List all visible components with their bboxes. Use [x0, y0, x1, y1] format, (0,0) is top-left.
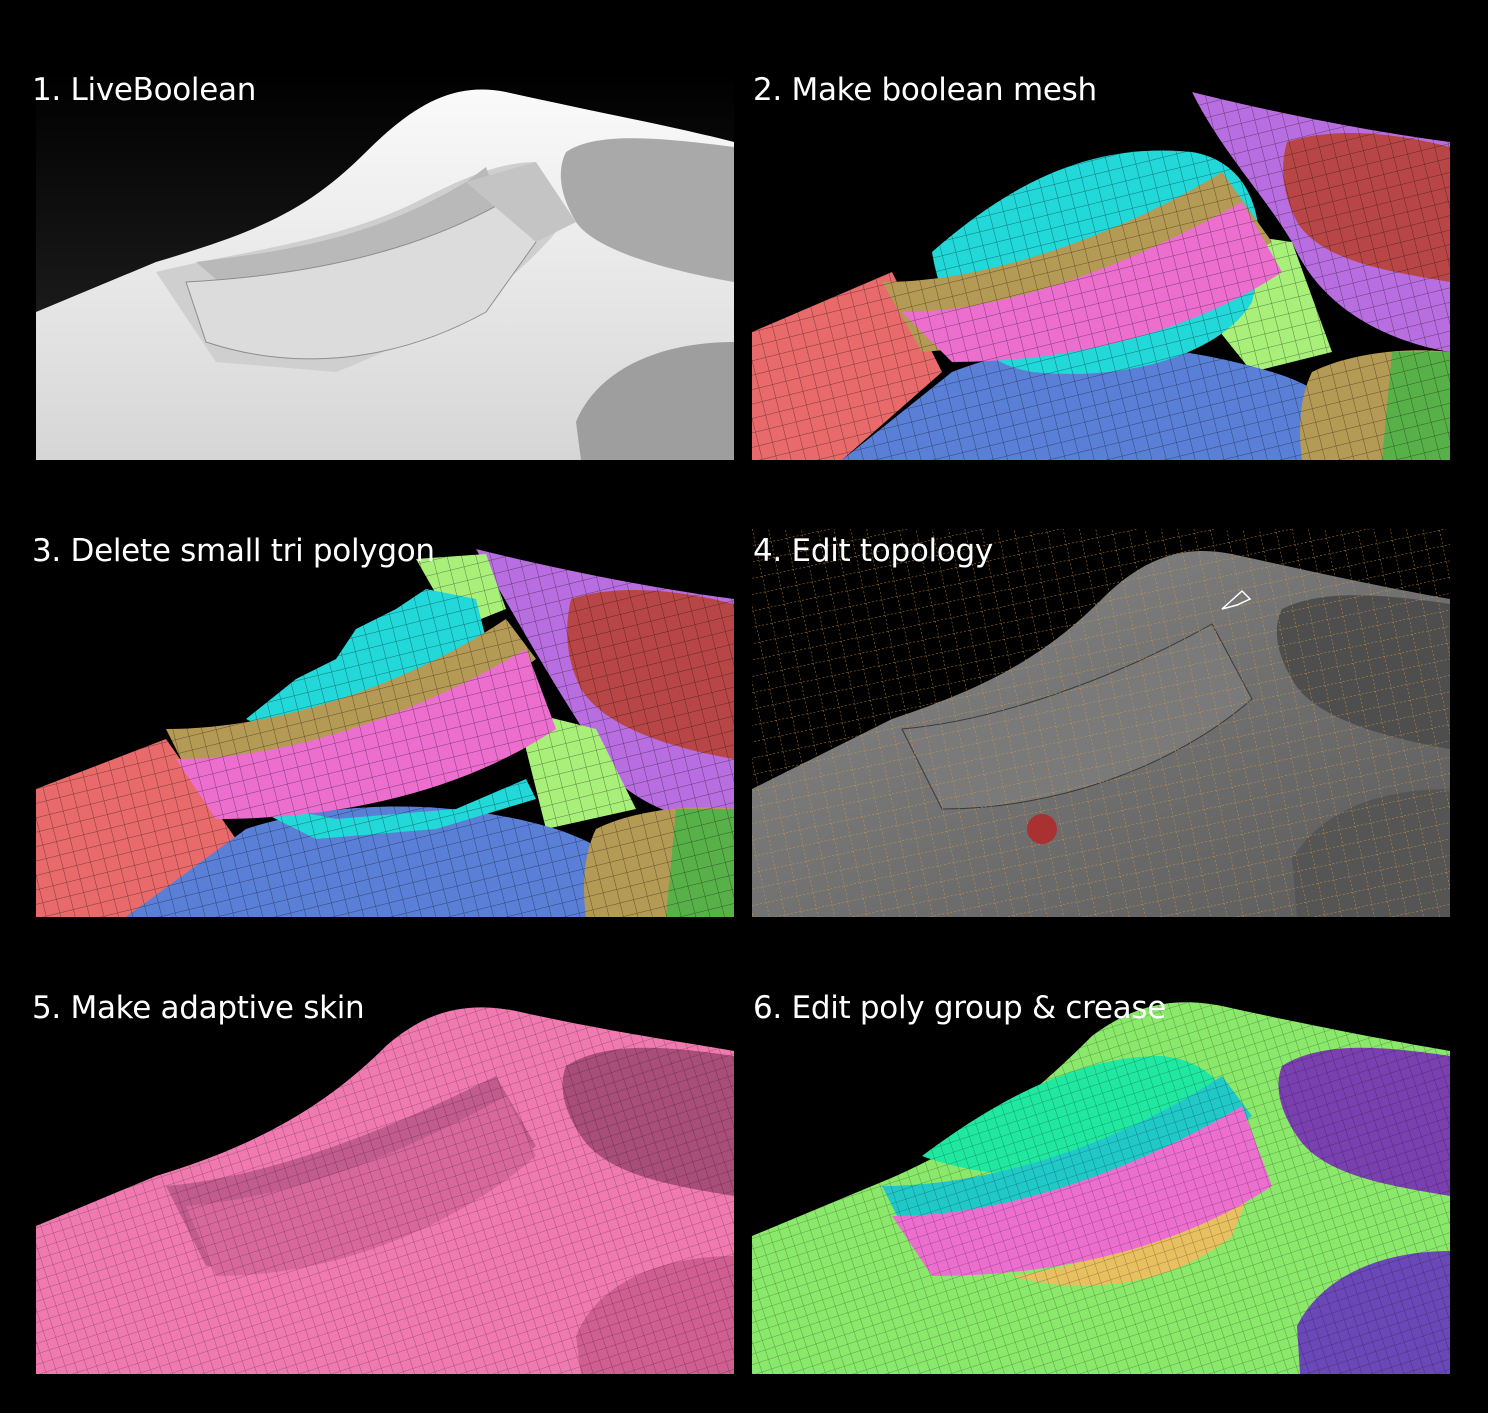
liveboolean-render: [36, 72, 734, 460]
panel-boolean-mesh: [752, 72, 1450, 460]
delete-tri-render: [36, 529, 734, 917]
step-3-title: 3. Delete small tri polygon: [32, 533, 435, 569]
step-4-title: 4. Edit topology: [753, 533, 993, 569]
edit-topology-render: [752, 529, 1450, 917]
polygroup-crease-render: [752, 986, 1450, 1374]
panel-delete-tri: [36, 529, 734, 917]
step-1-title: 1. LiveBoolean: [32, 72, 257, 108]
adaptive-skin-render: [36, 986, 734, 1374]
panel-liveboolean: [36, 72, 734, 460]
step-2-title: 2. Make boolean mesh: [753, 72, 1097, 108]
boolean-mesh-render: [752, 72, 1450, 460]
brush-cursor-sphere: [1027, 814, 1057, 844]
panel-adaptive-skin: [36, 986, 734, 1374]
panel-polygroup-crease: [752, 986, 1450, 1374]
step-6-title: 6. Edit poly group & crease: [753, 990, 1166, 1026]
topology-cursor-icon: [1221, 589, 1252, 610]
step-5-title: 5. Make adaptive skin: [32, 990, 365, 1026]
panel-edit-topology: [752, 529, 1450, 917]
